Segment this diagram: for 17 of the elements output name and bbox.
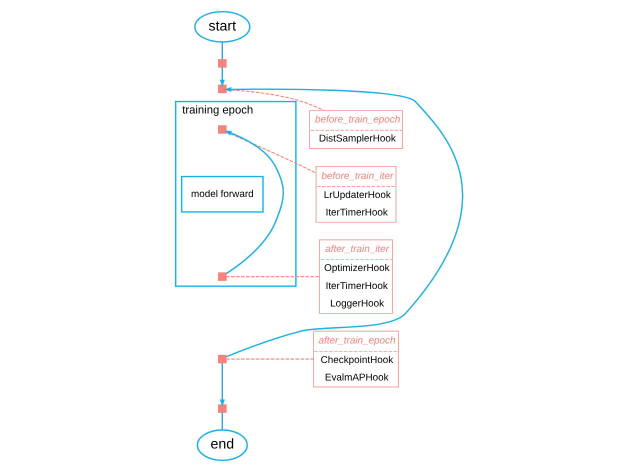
node-box <box>218 272 227 280</box>
node-box <box>218 124 227 134</box>
arrow <box>220 66 225 86</box>
node-ellipse: end <box>196 428 248 461</box>
node-box <box>218 404 227 412</box>
arrow <box>224 86 464 357</box>
node-box: model forward <box>180 175 264 212</box>
node-ellipse: start <box>194 10 250 42</box>
connector <box>222 41 223 59</box>
arrow <box>224 130 284 274</box>
node-box <box>218 58 227 68</box>
node-box <box>218 354 227 363</box>
arrow <box>220 362 225 406</box>
node-box <box>218 84 227 93</box>
connector <box>226 276 320 277</box>
connector <box>226 358 314 360</box>
connector <box>222 412 223 430</box>
